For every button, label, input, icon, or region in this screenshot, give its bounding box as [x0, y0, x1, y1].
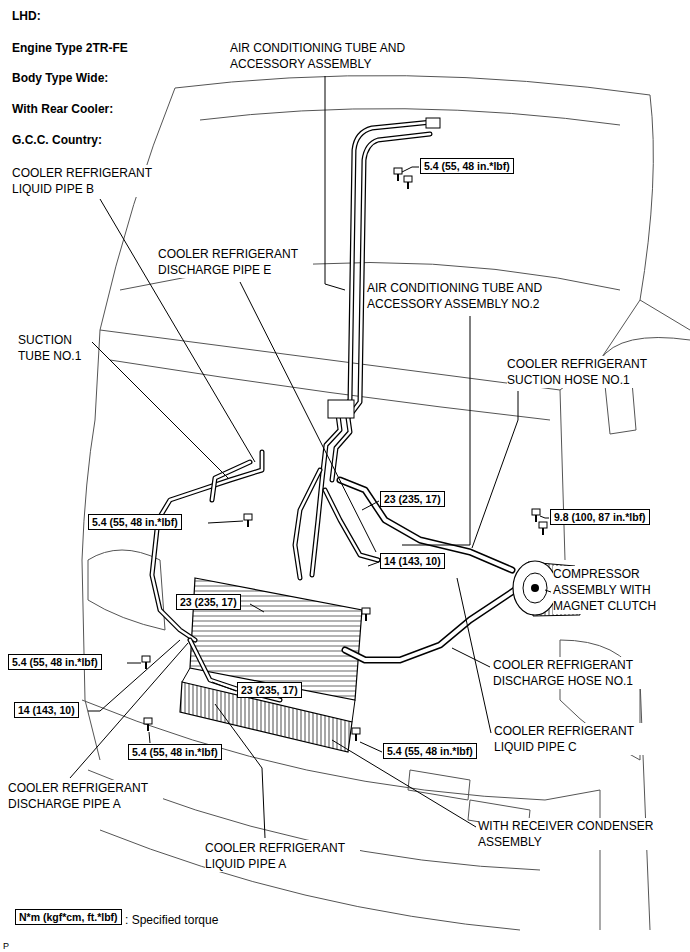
torque-box: 5.4 (55, 48 in.*lbf) — [383, 743, 477, 759]
torque-box: 5.4 (55, 48 in.*lbf) — [128, 744, 222, 760]
torque-value: 5.4 (55, 48 in.*lbf) — [132, 746, 218, 758]
torque-box: N*m (kgf*cm, ft.*lbf) — [15, 909, 122, 925]
torque-box: 14 (143, 10) — [380, 553, 445, 569]
header-note: LHD: — [12, 8, 41, 24]
torque-box: 9.8 (100, 87 in.*lbf) — [550, 509, 650, 525]
torque-value: 14 (143, 10) — [18, 704, 75, 716]
part-name: SUCTION TUBE NO.1 — [18, 332, 90, 364]
part-name: WITH RECEIVER CONDENSER ASSEMBLY — [478, 818, 668, 850]
torque-value: 9.8 (100, 87 in.*lbf) — [554, 511, 646, 523]
header-note: With Rear Cooler: — [12, 101, 113, 117]
torque-box: 5.4 (55, 48 in.*lbf) — [420, 158, 514, 174]
part-name: COOLER REFRIGERANT DISCHARGE PIPE E — [158, 246, 313, 278]
torque-value: 5.4 (55, 48 in.*lbf) — [12, 656, 98, 668]
torque-value: 23 (235, 17) — [180, 596, 237, 608]
header-note: Engine Type 2TR-FE — [12, 40, 128, 56]
header-note: G.C.C. Country: — [12, 132, 102, 148]
torque-value: 5.4 (55, 48 in.*lbf) — [92, 516, 178, 528]
part-name: COOLER REFRIGERANT LIQUID PIPE B — [12, 165, 167, 197]
torque-box: 23 (235, 17) — [380, 491, 445, 507]
part-name: COOLER REFRIGERANT SUCTION HOSE NO.1 — [507, 356, 662, 388]
part-name: AIR CONDITIONING TUBE AND ACCESSORY ASSE… — [230, 40, 420, 72]
torque-value: N*m (kgf*cm, ft.*lbf) — [19, 911, 118, 923]
header-note: Body Type Wide: — [12, 70, 108, 86]
part-name: COOLER REFRIGERANT LIQUID PIPE C — [494, 723, 649, 755]
legend-text: : Specified torque — [125, 912, 218, 928]
torque-box: 23 (235, 17) — [176, 594, 241, 610]
torque-box: 23 (235, 17) — [237, 682, 302, 698]
torque-value: 14 (143, 10) — [384, 555, 441, 567]
torque-box: 5.4 (55, 48 in.*lbf) — [88, 514, 182, 530]
torque-box: 5.4 (55, 48 in.*lbf) — [8, 654, 102, 670]
torque-value: 23 (235, 17) — [241, 684, 298, 696]
part-name: COOLER REFRIGERANT LIQUID PIPE A — [205, 840, 360, 872]
part-name: COOLER REFRIGERANT DISCHARGE PIPE A — [8, 780, 163, 812]
torque-value: 23 (235, 17) — [384, 493, 441, 505]
part-name: AIR CONDITIONING TUBE AND ACCESSORY ASSE… — [367, 280, 557, 312]
torque-value: 5.4 (55, 48 in.*lbf) — [424, 160, 510, 172]
torque-value: 5.4 (55, 48 in.*lbf) — [387, 745, 473, 757]
page-mark: P — [3, 938, 9, 952]
part-name: COMPRESSOR ASSEMBLY WITH MAGNET CLUTCH — [553, 566, 663, 614]
part-name: COOLER REFRIGERANT DISCHARGE HOSE NO.1 — [493, 657, 648, 689]
torque-box: 14 (143, 10) — [14, 702, 79, 718]
